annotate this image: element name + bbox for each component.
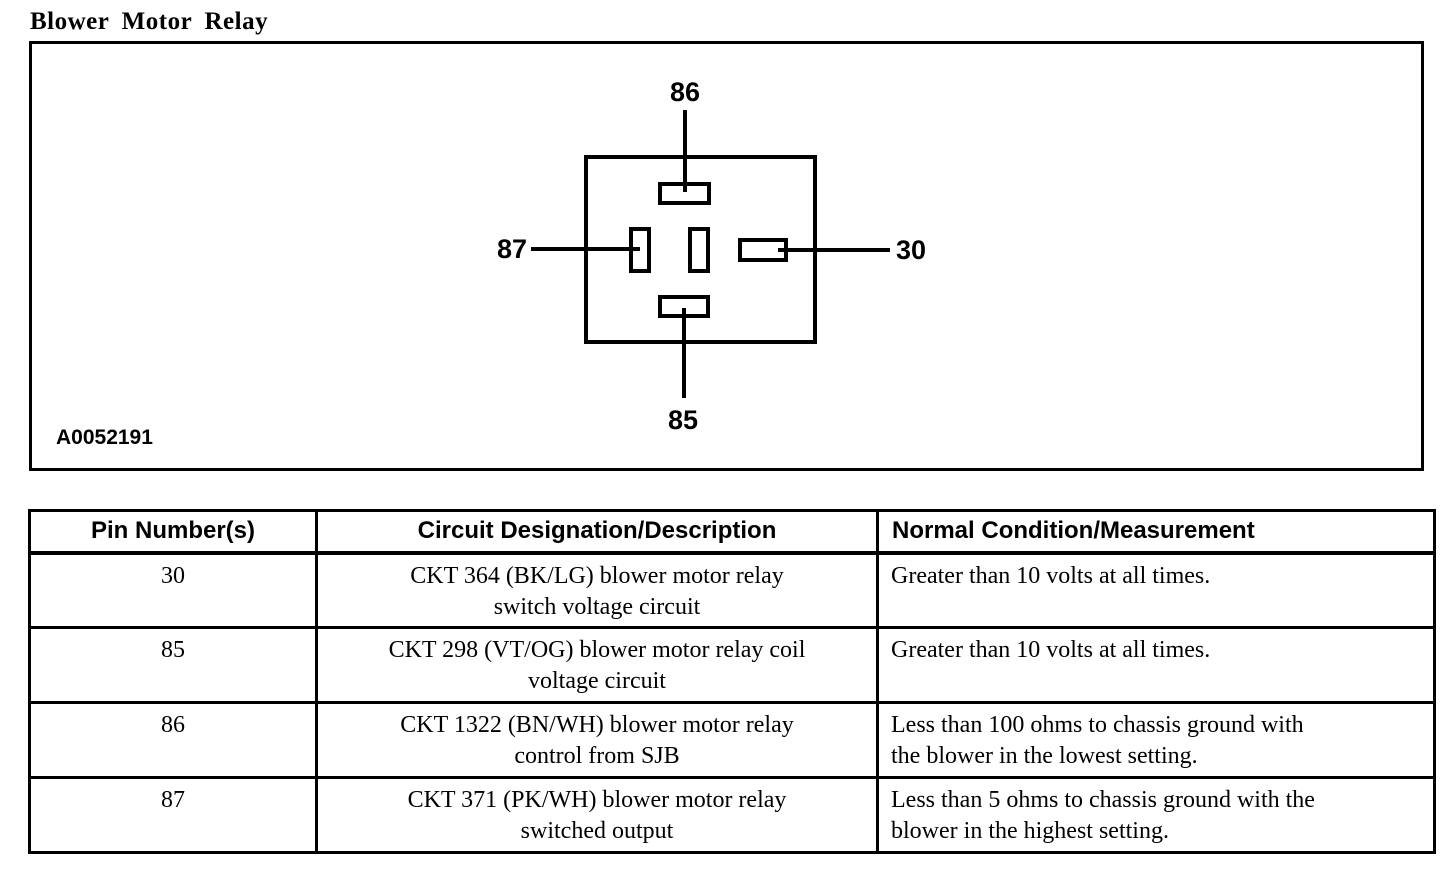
header-pin-numbers: Pin Number(s) xyxy=(28,509,318,555)
circuit-line: CKT 1322 (BN/WH) blower motor relay xyxy=(400,712,794,738)
table-row: 87 CKT 371 (PK/WH) blower motor relay sw… xyxy=(28,776,1436,854)
condition-cell: Less than 100 ohms to chassis ground wit… xyxy=(876,701,1436,779)
condition-line: blower in the highest setting. xyxy=(891,818,1169,844)
circuit-cell: CKT 298 (VT/OG) blower motor relay coil … xyxy=(315,626,879,704)
condition-cell: Greater than 10 volts at all times. xyxy=(876,626,1436,704)
pin-87-label: 87 xyxy=(496,234,528,264)
table-header-row: Pin Number(s) Circuit Designation/Descri… xyxy=(28,509,1436,555)
pin-cell: 86 xyxy=(28,701,318,779)
page-title: Blower Motor Relay xyxy=(30,8,269,35)
condition-cell: Greater than 10 volts at all times. xyxy=(876,551,1436,629)
circuit-cell: CKT 364 (BK/LG) blower motor relay switc… xyxy=(315,551,879,629)
pin-86-leader-line xyxy=(683,110,687,192)
table-row: 85 CKT 298 (VT/OG) blower motor relay co… xyxy=(28,626,1436,704)
condition-line: Greater than 10 volts at all times. xyxy=(891,562,1211,589)
circuit-cell: CKT 371 (PK/WH) blower motor relay switc… xyxy=(315,776,879,854)
pin-87-leader-line xyxy=(531,247,640,251)
circuit-cell: CKT 1322 (BN/WH) blower motor relay cont… xyxy=(315,701,879,779)
condition-line: Less than 5 ohms to chassis ground with … xyxy=(891,787,1315,813)
condition-line: the blower in the lowest setting. xyxy=(891,743,1198,769)
header-normal-condition: Normal Condition/Measurement xyxy=(876,509,1436,555)
circuit-line: switch voltage circuit xyxy=(493,593,701,620)
circuit-line: control from SJB xyxy=(514,743,680,769)
circuit-line: CKT 298 (VT/OG) blower motor relay coil xyxy=(388,637,806,663)
table-row: 30 CKT 364 (BK/LG) blower motor relay sw… xyxy=(28,551,1436,629)
condition-cell: Less than 5 ohms to chassis ground with … xyxy=(876,776,1436,854)
circuit-line: voltage circuit xyxy=(528,668,666,694)
condition-line: Less than 100 ohms to chassis ground wit… xyxy=(891,712,1304,738)
pin-85-leader-line xyxy=(682,308,686,398)
pin-86-label: 86 xyxy=(669,77,701,107)
condition-line: Greater than 10 volts at all times. xyxy=(891,637,1211,663)
header-circuit-designation: Circuit Designation/Description xyxy=(315,509,879,555)
pin-cell: 85 xyxy=(28,626,318,704)
pin-cell: 87 xyxy=(28,776,318,854)
pin-spec-table: Pin Number(s) Circuit Designation/Descri… xyxy=(28,509,1436,854)
pin-30-leader-line xyxy=(778,248,890,252)
pin-85-label: 85 xyxy=(667,405,699,435)
circuit-line: CKT 364 (BK/LG) blower motor relay xyxy=(410,562,784,589)
table-row: 86 CKT 1322 (BN/WH) blower motor relay c… xyxy=(28,701,1436,779)
pin-cell: 30 xyxy=(28,551,318,629)
pin-center-terminal xyxy=(688,227,710,273)
circuit-line: CKT 371 (PK/WH) blower motor relay xyxy=(407,787,787,813)
circuit-line: switched output xyxy=(520,818,674,844)
figure-id: A0052191 xyxy=(56,426,153,449)
pin-30-label: 30 xyxy=(895,235,927,265)
